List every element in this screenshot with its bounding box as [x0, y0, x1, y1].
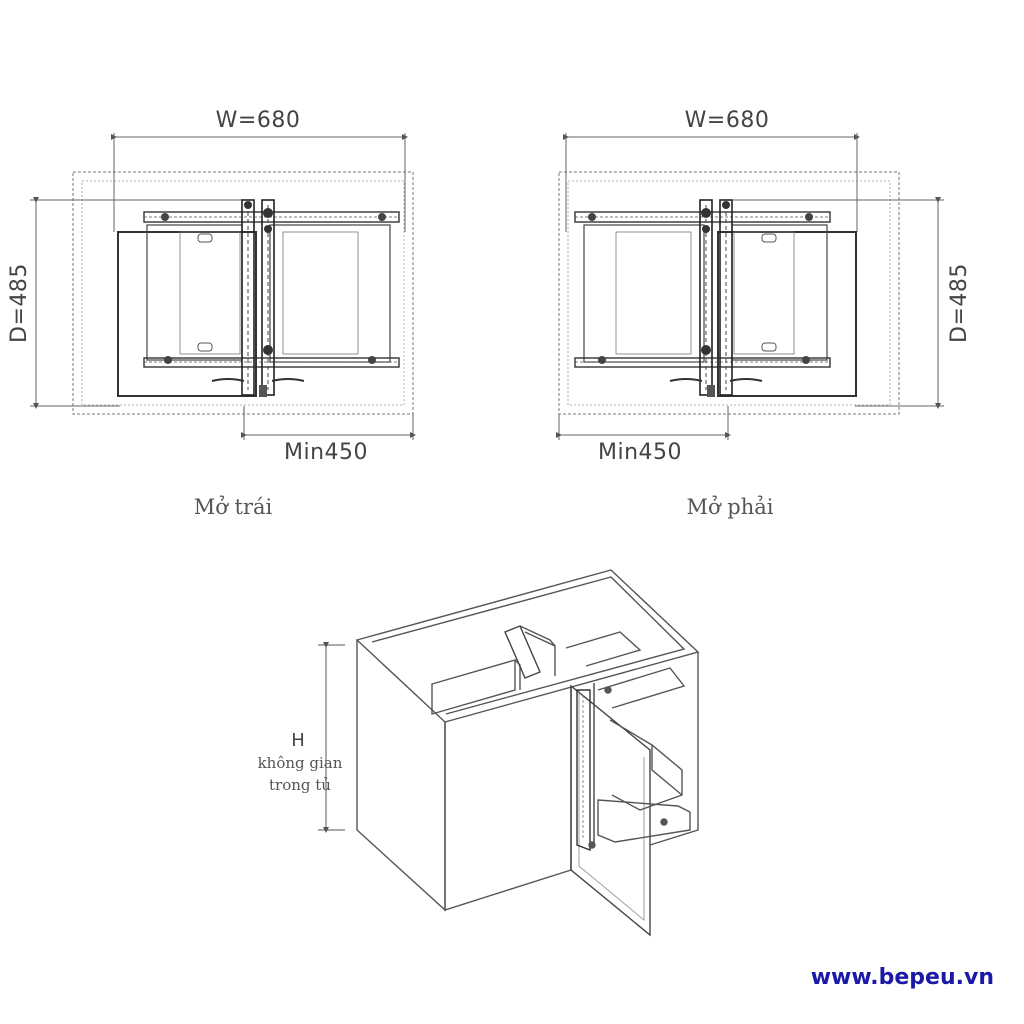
right-depth-label: D=485	[947, 263, 972, 343]
left-caption: Mở trái	[194, 495, 273, 519]
left-min-label: Min450	[284, 440, 368, 465]
right-caption: Mở phải	[686, 495, 773, 519]
left-rear-basket	[269, 224, 391, 363]
left-cabinet-outline	[72, 171, 414, 415]
left-width-label: W=680	[216, 108, 301, 133]
left-plan-view: W=680 D=485 Min450	[7, 108, 416, 519]
left-pivot-mechanism	[241, 199, 275, 397]
height-dimension: H không gian trong tủ	[258, 642, 345, 833]
website-link[interactable]: www.bepeu.vn	[810, 965, 994, 990]
isometric-cabinet-view	[355, 569, 700, 937]
left-depth-label: D=485	[7, 263, 32, 343]
right-plan-view: W=680 D=485 Min450	[556, 108, 972, 519]
right-pivot-mechanism	[699, 199, 733, 397]
right-front-basket	[717, 231, 857, 397]
right-min-label: Min450	[598, 440, 682, 465]
right-cabinet-outline	[558, 171, 900, 415]
left-front-basket	[117, 231, 257, 397]
right-rear-basket	[583, 224, 705, 363]
height-label: H	[291, 730, 305, 751]
height-desc-line1: không gian	[258, 754, 343, 772]
right-cabinet-inner	[567, 180, 891, 406]
height-desc-line2: trong tủ	[269, 776, 331, 794]
left-cabinet-inner	[81, 180, 405, 406]
right-width-label: W=680	[685, 108, 770, 133]
